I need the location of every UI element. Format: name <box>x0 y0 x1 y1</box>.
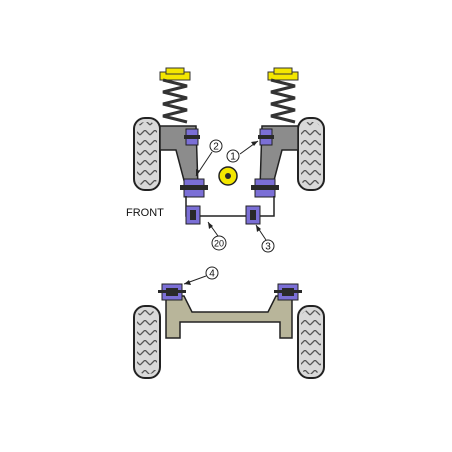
right-coil-spring <box>267 67 299 124</box>
callout-2-label: 2 <box>213 142 219 153</box>
callout-3-arrowhead <box>256 225 261 232</box>
rear-suspension: 4 <box>133 266 325 379</box>
callout-1-arrowhead <box>251 141 258 146</box>
callout-2-circle <box>209 139 223 153</box>
callout-2-arrowhead <box>196 169 200 176</box>
rear-twist-beam-axle <box>165 295 293 339</box>
callout-3-circle <box>261 239 275 253</box>
rear-right-trailing-arm-bush <box>274 283 302 301</box>
front-label: FRONT <box>126 207 164 219</box>
callout-4-label: 4 <box>209 269 215 280</box>
right-anti-roll-bar-bush <box>245 205 261 225</box>
rear-right-tyre <box>297 305 325 379</box>
left-anti-roll-bar-bush <box>185 205 201 225</box>
front-right-tyre <box>297 117 325 191</box>
callout-4-circle <box>205 266 219 280</box>
callout-20-label: 20 <box>214 239 224 249</box>
callout-3-label: 3 <box>265 242 271 253</box>
front-left-tyre <box>133 117 161 191</box>
callout-1-circle <box>226 149 240 163</box>
rear-left-tyre <box>133 305 161 379</box>
left-front-wishbone-bush <box>184 128 200 146</box>
engine-mount-bush <box>218 166 238 186</box>
left-rear-wishbone-bush <box>180 178 208 198</box>
right-front-wishbone-bush <box>258 128 274 146</box>
callout-20-circle <box>211 235 227 251</box>
callout-4-arrowhead <box>184 280 191 285</box>
left-coil-spring <box>159 67 191 124</box>
front-suspension: FRONT 2 1 20 3 <box>126 67 325 253</box>
rear-left-trailing-arm-bush <box>158 283 186 301</box>
right-rear-wishbone-bush <box>251 178 279 198</box>
callout-1-label: 1 <box>230 152 236 163</box>
callout-20-arrowhead <box>208 222 213 229</box>
